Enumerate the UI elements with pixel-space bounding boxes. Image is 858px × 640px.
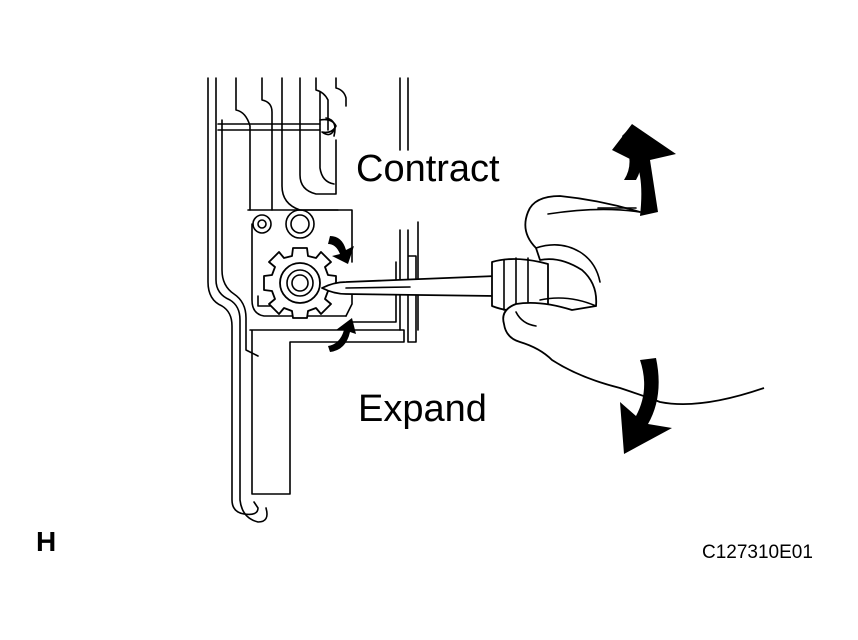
screwdriver — [321, 257, 549, 313]
contract-label: Contract — [356, 148, 500, 190]
expand-label: Expand — [358, 388, 487, 430]
adjuster-gear — [263, 247, 337, 319]
view-letter-label: H — [36, 526, 57, 557]
gear-rotation-arrows — [328, 236, 356, 352]
hand — [502, 195, 765, 406]
figure-code: C127310E01 — [702, 542, 813, 563]
housing-frame — [207, 77, 419, 523]
large-direction-arrows — [612, 124, 676, 454]
